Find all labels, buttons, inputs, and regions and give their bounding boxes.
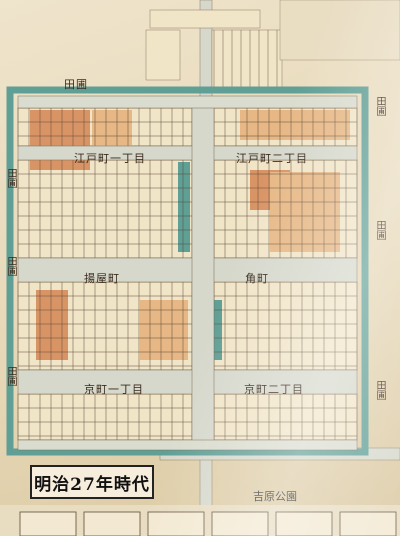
bottom-inset-panels [0,505,400,536]
field-label-right-upper: 田圃 [374,96,385,116]
inset-panel [275,511,333,536]
street-label-kyo-ni: 京町二丁目 [244,383,304,396]
inset-panel [83,511,141,536]
lot-peach [240,110,350,140]
street-kyo [17,369,358,395]
top-left-block [145,29,181,81]
district-block [213,393,358,441]
field-label-left-middle: 田圃 [5,256,16,276]
north-moat-street [17,95,358,109]
street-edo [17,145,358,161]
top-right-block [211,29,283,93]
caption-text: 明治27年時代 [34,474,150,495]
lot-teal [214,300,222,360]
moat-border [6,86,369,456]
moat-outline [6,86,369,456]
lot-orange [36,290,68,360]
district-block [17,393,193,441]
lot-teal [178,162,190,252]
inset-panel [147,511,205,536]
main-streets [17,95,358,451]
lot-peach [270,172,340,252]
south-moat-street [17,439,358,451]
park-label: 吉原公園 [253,490,297,503]
street-label-edo-ni: 江戸町二丁目 [236,152,308,165]
field-label-right-lower: 田圃 [374,380,385,400]
street-label-kyo-itchome: 京町一丁目 [84,383,144,396]
top-road-block [149,9,261,29]
street-label-ageya: 揚屋町 [84,272,120,285]
field-label-right-middle: 田圃 [374,220,385,240]
street-label-sumi: 角町 [245,272,269,285]
inset-panel [211,511,269,536]
district-block [213,281,358,371]
lot-grid [18,108,357,440]
field-label-left-upper: 田圃 [5,168,16,188]
inset-panel [19,511,77,536]
district-block [17,159,193,259]
top-right-district [279,0,400,61]
field-label-left-lower: 田圃 [5,366,16,386]
street-ageya-sumi [17,257,358,283]
field-label-top: 田圃 [64,78,88,91]
street-label-edo-itchome: 江戸町一丁目 [74,152,146,165]
lot-peach [140,300,188,360]
inset-panel [339,511,397,536]
caption-box: 明治27年時代 [30,465,154,499]
naka-no-cho-street [191,97,215,449]
